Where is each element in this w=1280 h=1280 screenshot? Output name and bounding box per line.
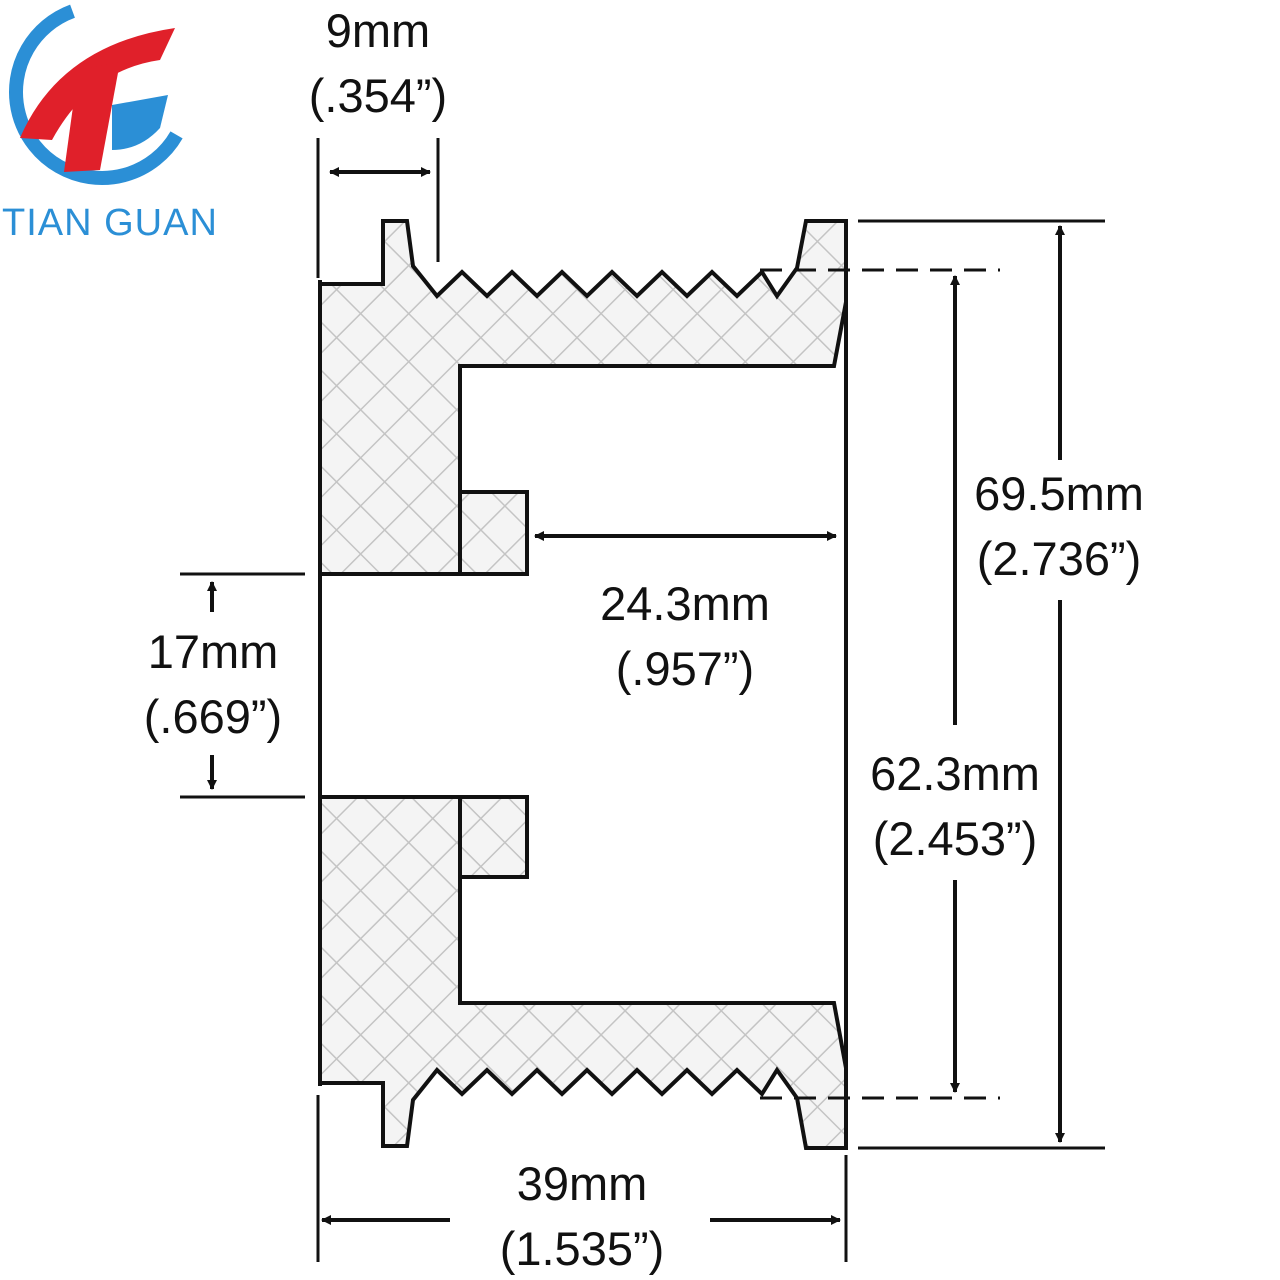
outer-diameter-inch: (2.736”) [977,532,1142,585]
hub-depth-inch: (.957”) [616,642,754,695]
rib-diameter-inch: (2.453”) [873,812,1038,865]
pulley-section-bottom [318,795,848,1150]
brand-logo: TIAN GUAN [2,0,218,244]
overall-width-mm: 39mm [517,1157,648,1210]
overall-width-inch: (1.535”) [500,1222,665,1275]
bore-mm: 17mm [148,625,279,678]
bore-inch: (.669”) [144,690,282,743]
outer-diameter-mm: 69.5mm [974,467,1144,520]
rib-extension-lines [760,268,1000,1100]
brand-name: TIAN GUAN [2,202,218,244]
pulley-section-top [318,219,848,576]
groove-width-inch: (.354”) [309,69,447,122]
dimension-arrows [207,167,1065,1225]
groove-width-mm: 9mm [326,4,430,57]
hub-depth-mm: 24.3mm [600,577,770,630]
extension-lines [180,138,1105,1262]
rib-diameter-mm: 62.3mm [870,747,1040,800]
